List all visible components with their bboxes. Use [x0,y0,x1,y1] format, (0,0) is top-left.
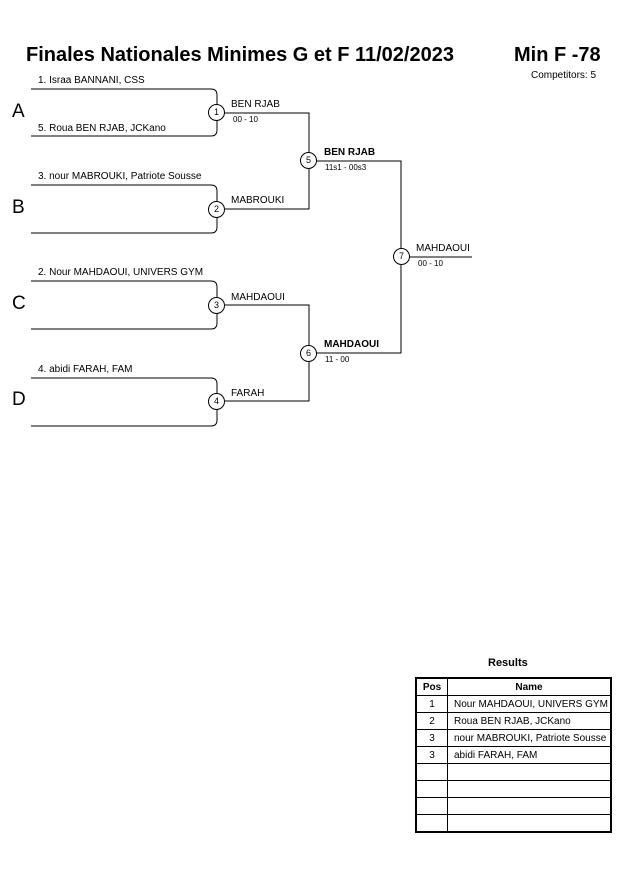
entry-1: 1. Israa BANNANI, CSS [38,75,145,86]
table-row: 3 abidi FARAH, FAM [415,746,612,764]
result-name: nour MABROUKI, Patriote Sousse [447,729,612,747]
result-pos: 2 [415,712,448,730]
match-2-winner: MABROUKI [231,195,285,206]
entry-3: 3. nour MABROUKI, Patriote Sousse [38,171,202,182]
weight-category: Min F -78 [514,44,601,66]
table-row [415,780,612,798]
pool-label-a: A [12,101,25,122]
result-name [447,797,612,815]
entry-5: 4. abidi FARAH, FAM [38,364,133,375]
result-name: Nour MAHDAOUI, UNIVERS GYM [447,695,612,713]
table-row [415,814,612,833]
match-7-winner: MAHDAOUI [416,243,470,254]
pool-label-c: C [12,293,26,314]
page-title: Finales Nationales Minimes G et F 11/02/… [26,44,454,66]
match-6-winner: MAHDAOUI [324,339,379,350]
pool-label-b: B [12,197,25,218]
bracket-match-6-lines [217,304,310,402]
bracket-match-7-lines [309,160,402,354]
table-row: 2 Roua BEN RJAB, JCKano [415,712,612,730]
match-2-number: 2 [208,201,225,218]
entry-2: 5. Roua BEN RJAB, JCKano [38,123,166,134]
entry-4: 2. Nour MAHDAOUI, UNIVERS GYM [38,267,204,278]
results-header-row: Pos Name [415,677,612,696]
table-row [415,763,612,781]
bracket-match-4-lines [31,377,218,427]
match-5-number: 5 [300,152,317,169]
results-table: Pos Name 1 Nour MAHDAOUI, UNIVERS GYM 2 … [415,677,612,833]
pool-label-d: D [12,389,26,410]
result-pos [415,763,448,781]
match-4-winner: FARAH [231,388,265,399]
match-5-winner: BEN RJAB [324,147,376,158]
match-7-number: 7 [393,248,410,265]
result-pos: 3 [415,746,448,764]
table-row: 1 Nour MAHDAOUI, UNIVERS GYM [415,695,612,713]
result-name: abidi FARAH, FAM [447,746,612,764]
result-name [447,763,612,781]
competitors-count: Competitors: 5 [531,70,597,81]
match-1-winner: BEN RJAB [231,99,280,110]
results-title: Results [488,657,528,669]
table-row: 3 nour MABROUKI, Patriote Sousse [415,729,612,747]
table-row [415,797,612,815]
result-pos: 1 [415,695,448,713]
match-7-score: 00 - 10 [418,259,443,268]
match-1-score: 00 - 10 [233,115,258,124]
result-name: Roua BEN RJAB, JCKano [447,712,612,730]
bracket-match-3-lines [31,280,218,330]
results-header-pos: Pos [415,677,448,696]
match-6-number: 6 [300,345,317,362]
result-name [447,814,612,833]
result-pos: 3 [415,729,448,747]
match-6-score: 11 - 00 [325,355,350,364]
result-pos [415,814,448,833]
match-5-score: 11s1 - 00s3 [325,163,367,172]
result-name [447,780,612,798]
match-1-number: 1 [208,104,225,121]
result-pos [415,797,448,815]
results-header-name: Name [447,677,612,696]
bracket-match-2-lines [31,184,218,234]
match-4-number: 4 [208,393,225,410]
result-pos [415,780,448,798]
match-3-winner: MAHDAOUI [231,292,285,303]
match-3-number: 3 [208,297,225,314]
